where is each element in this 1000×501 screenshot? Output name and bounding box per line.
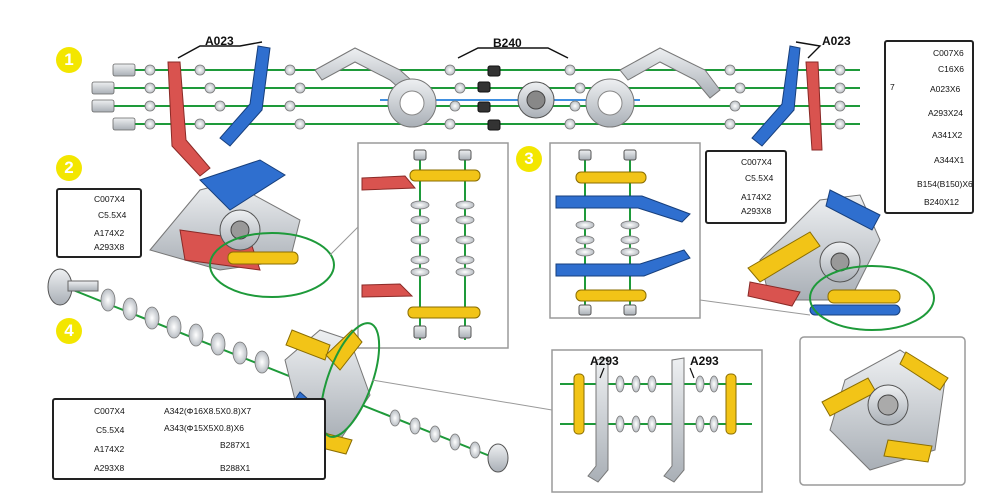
parts-item: B154(B150)X6 (917, 179, 973, 189)
parts-item: C007X4 (94, 406, 125, 416)
parts-item: A341X2 (932, 130, 963, 140)
detail-inset-step2 (357, 142, 509, 349)
parts-item: C007X6 (933, 48, 964, 58)
final-product-inset (799, 336, 966, 486)
parts-item: A293X8 (741, 206, 772, 216)
parts-list-step1: C007X6 C16X6 7 A023X6 A293X24 A341X2 A34… (884, 40, 974, 214)
parts-item: C5.5X4 (96, 425, 125, 435)
parts-item: A174X2 (741, 192, 772, 202)
step-badge-1: 1 (56, 47, 82, 73)
parts-item: C007X4 (741, 157, 772, 167)
step2-assembly (149, 159, 361, 298)
parts-list-step3: C007X4 C5.5X4 A174X2 A293X8 (705, 150, 787, 224)
parts-item: A344X1 (934, 155, 965, 165)
blue-strip (219, 45, 271, 147)
detail-inset-step4 (551, 349, 763, 493)
parts-item: B287X1 (220, 440, 251, 450)
parts-item: C5.5X4 (745, 173, 774, 183)
parts-item: B288X1 (220, 463, 251, 473)
parts-item: A293X8 (94, 463, 125, 473)
callout-a293-right: A293 (690, 354, 719, 368)
blue-strip (751, 45, 801, 147)
callout-a293-left: A293 (590, 354, 619, 368)
step3-assembly (699, 189, 935, 331)
parts-marker: 7 (890, 82, 895, 92)
callout-b240: B240 (493, 36, 522, 50)
parts-item: C16X6 (938, 64, 964, 74)
parts-item: A023X6 (930, 84, 961, 94)
parts-item: A293X8 (94, 242, 125, 252)
detail-inset-step3 (549, 142, 701, 319)
parts-item: A174X2 (94, 228, 125, 238)
parts-item: A342(Φ16X8.5X0.8)X7 (164, 406, 252, 416)
red-strip (805, 61, 823, 151)
parts-item: B240X12 (924, 197, 959, 207)
parts-list-step4: C007X4 C5.5X4 A174X2 A293X8 A342(Φ16X8.5… (52, 398, 326, 480)
parts-list-step2: C007X4 C5.5X4 A174X2 A293X8 (56, 188, 142, 258)
parts-item: C5.5X4 (98, 210, 127, 220)
step-badge-2: 2 (56, 155, 82, 181)
parts-item: C007X4 (94, 194, 125, 204)
parts-item: A343(Φ15X5X0.8)X6 (164, 423, 245, 433)
red-strip (167, 61, 211, 177)
callout-a023-left: A023 (205, 34, 234, 48)
step1-assembly (91, 41, 860, 177)
parts-item: A293X24 (928, 108, 963, 118)
callout-a023-right: A023 (822, 34, 851, 48)
parts-item: A174X2 (94, 444, 125, 454)
step-badge-4: 4 (56, 318, 82, 344)
step-badge-3: 3 (516, 146, 542, 172)
